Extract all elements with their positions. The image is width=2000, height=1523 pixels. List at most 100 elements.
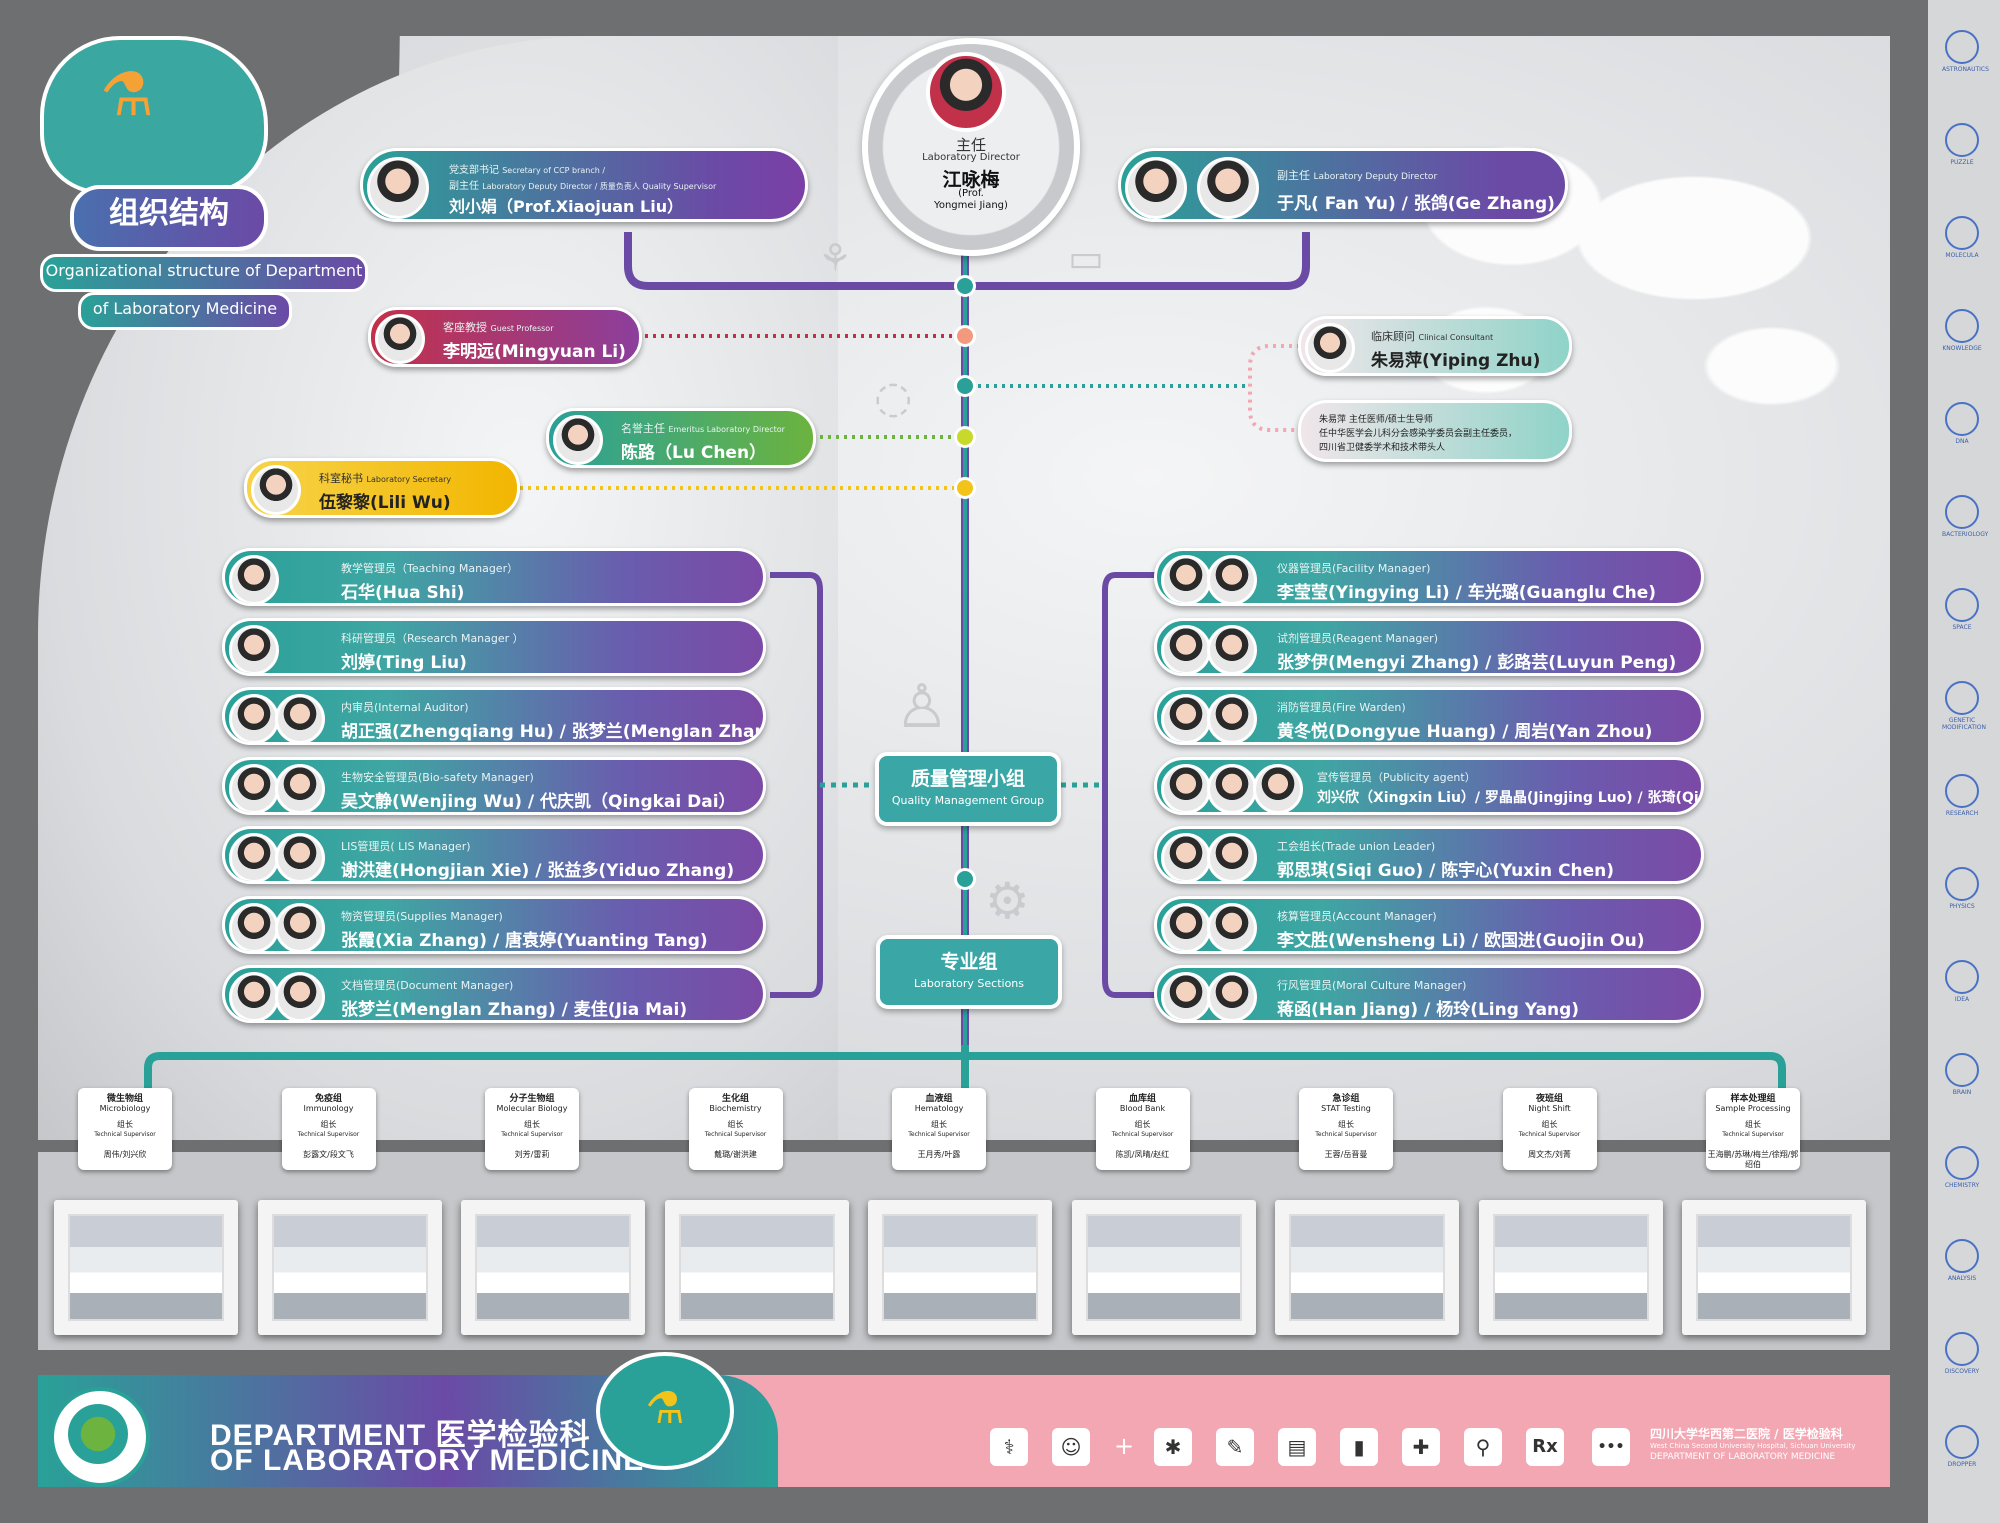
doctor-icon: ⚕ (990, 1428, 1028, 1466)
section-name-en: Microbiology (99, 1104, 151, 1113)
consultant-note1: 朱易萍 主任医师/硕士生导师 (1319, 415, 1433, 425)
side-icon-label: CHEMISTRY (1944, 1182, 1980, 1189)
staff-card: 仪器管理员(Facility Manager)李莹莹(Yingying Li) … (1154, 548, 1704, 606)
section-names: 周伟/刘兴欣 (103, 1150, 147, 1159)
plus-icon: + (1114, 1432, 1135, 1460)
emeritus-role-cn: 名誉主任 (621, 422, 665, 435)
section-name-cn: 分子生物组 (509, 1094, 555, 1104)
side-icon-label: ANALYSIS (1947, 1275, 1977, 1282)
team-photo-image (475, 1214, 631, 1321)
team-photo-image (1696, 1214, 1852, 1321)
staff-role: 宣传管理员（Publicity agent） (1317, 770, 1476, 784)
section-name-cn: 血库组 (1128, 1094, 1156, 1104)
section-name-en: Molecular Biology (496, 1104, 568, 1113)
test-tube-icon: ▮ (1340, 1428, 1378, 1466)
side-icon-label: SPACE (1952, 624, 1972, 631)
chemistry-icon (1945, 1146, 1979, 1180)
team-photo-image (271, 1214, 428, 1321)
genetic-modification-icon (1945, 681, 1979, 715)
hub-dot-consultant (954, 375, 976, 397)
staff-card: 宣传管理员（Publicity agent）刘兴欣（Xingxin Liu）/ … (1154, 756, 1704, 815)
side-icon-item: ANALYSIS (1942, 1239, 1982, 1282)
footer-dept-en1: DEPARTMENT 医学检验科 (210, 1419, 591, 1452)
section-name-en: Biochemistry (709, 1104, 762, 1113)
footer-dept-cn: 医学检验科 (435, 1419, 591, 1452)
deputy-name: 于凡( Fan Yu) / 张鸽(Ge Zhang) (1277, 194, 1555, 214)
section-supervisor-label: Technical Supervisor (1722, 1131, 1784, 1138)
nurse-icon: ☺ (1052, 1428, 1090, 1466)
section-names: 王海鹏/苏琳/梅兰/徐翔/郭绍伯 (1707, 1150, 1799, 1169)
side-icon-item: PHYSICS (1942, 867, 1982, 910)
staff-role: 消防管理员(Fire Warden) (1277, 701, 1406, 714)
hospital-logo-mark (68, 1404, 128, 1464)
lab-sections-cn: 专业组 (940, 951, 998, 973)
section-supervisor-label: Technical Supervisor (908, 1131, 970, 1138)
section-leader-label: 组长 (117, 1120, 133, 1129)
card-lab-secretary: 科室秘书 Laboratory Secretary 伍黎黎(Lili Wu) (244, 458, 520, 518)
avatar (229, 972, 279, 1020)
staff-role: 仪器管理员(Facility Manager) (1277, 562, 1431, 575)
consultant-name: 朱易萍(Yiping Zhu) (1371, 351, 1541, 371)
director-en-name2: Yongmei Jiang) (934, 200, 1008, 211)
staff-name: 蒋函(Han Jiang) / 杨玲(Ling Yang) (1277, 1000, 1580, 1020)
section-name-cn: 血液组 (925, 1094, 953, 1104)
card-emeritus: 名誉主任 Emeritus Laboratory Director 陈路（Lu … (546, 408, 816, 468)
section-leader-label: 组长 (1338, 1120, 1354, 1129)
avatar (1161, 763, 1211, 812)
avatar (1161, 902, 1211, 951)
side-icon-item: BACTERIOLOGY (1942, 495, 1988, 538)
side-icon-label: ASTRONAUTICS (1942, 66, 1989, 73)
team-photo-image (1085, 1214, 1242, 1321)
staff-name: 郭思琪(Siqi Guo) / 陈宇心(Yuxin Chen) (1277, 861, 1615, 881)
staff-role: 文档管理员(Document Manager) (341, 979, 514, 992)
staff-role: 核算管理员(Account Manager) (1277, 909, 1437, 923)
avatar (275, 972, 325, 1020)
rx-icon: Rx (1526, 1428, 1564, 1466)
footer-hospital-cn: 四川大学华西第二医院 / 医学检验科 (1650, 1427, 1843, 1441)
staff-role: 物资管理员(Supplies Manager) (341, 909, 503, 923)
staff-name: 张梦兰(Menglan Zhang) / 麦佳(Jia Mai) (341, 1000, 688, 1020)
section-leader-label: 组长 (1745, 1120, 1761, 1129)
deputy-role-en: Laboratory Deputy Director (1313, 172, 1438, 182)
avatar (1207, 763, 1257, 812)
avatar (275, 902, 325, 951)
dna-icon (1945, 402, 1979, 436)
lab-sections-box: 专业组 Laboratory Sections (876, 935, 1062, 1009)
bacteriology-icon (1945, 495, 1979, 529)
idea-icon (1945, 960, 1979, 994)
dropper-icon (1945, 1425, 1979, 1459)
ccp-line1b: Secretary of CCP branch / (502, 166, 606, 175)
side-icon-item: GENETIC MODIFICATION (1942, 681, 1986, 731)
section-names: 王月秀/叶露 (917, 1150, 961, 1159)
hub-dot-main (954, 275, 976, 297)
staff-card: 教学管理员（Teaching Manager）石华(Hua Shi) (222, 548, 766, 606)
staff-role: 科研管理员（Research Manager ） (341, 631, 524, 645)
card-consultant-note: 朱易萍 主任医师/硕士生导师 任中华医学会儿科分会感染学委员会副主任委员， 四川… (1298, 400, 1572, 462)
secretary-role-en: Laboratory Secretary (366, 475, 452, 484)
title-en-line2: of Laboratory Medicine (78, 292, 292, 330)
emeritus-role-en: Emeritus Laboratory Director (668, 425, 785, 434)
director-role-en: Laboratory Director (922, 152, 1020, 163)
staff-role: LIS管理员( LIS Manager) (341, 840, 471, 853)
team-photo (1071, 1200, 1256, 1335)
medkit-icon: ✚ (1402, 1428, 1440, 1466)
hub-dot-guest (954, 325, 976, 347)
section-names: 刘芳/雷莉 (514, 1150, 550, 1159)
staff-card: 生物安全管理员(Bio-safety Manager)吴文静(Wenjing W… (222, 756, 766, 815)
footer-lab-bubble: ⚗ (596, 1352, 734, 1470)
avatar (1161, 972, 1211, 1020)
section-name-cn: 急诊组 (1332, 1094, 1360, 1104)
flask-icon: ⚗ (100, 60, 154, 130)
knowledge-icon (1945, 309, 1979, 343)
title-cn-badge: 组织结构 (70, 185, 268, 251)
section-leader-label: 组长 (727, 1120, 744, 1129)
secretary-role-cn: 科室秘书 (319, 472, 363, 485)
section-name-en: Sample Processing (1715, 1104, 1791, 1113)
section-name-en: STAT Testing (1321, 1104, 1371, 1113)
side-icon-label: DISCOVERY (1944, 1368, 1980, 1375)
